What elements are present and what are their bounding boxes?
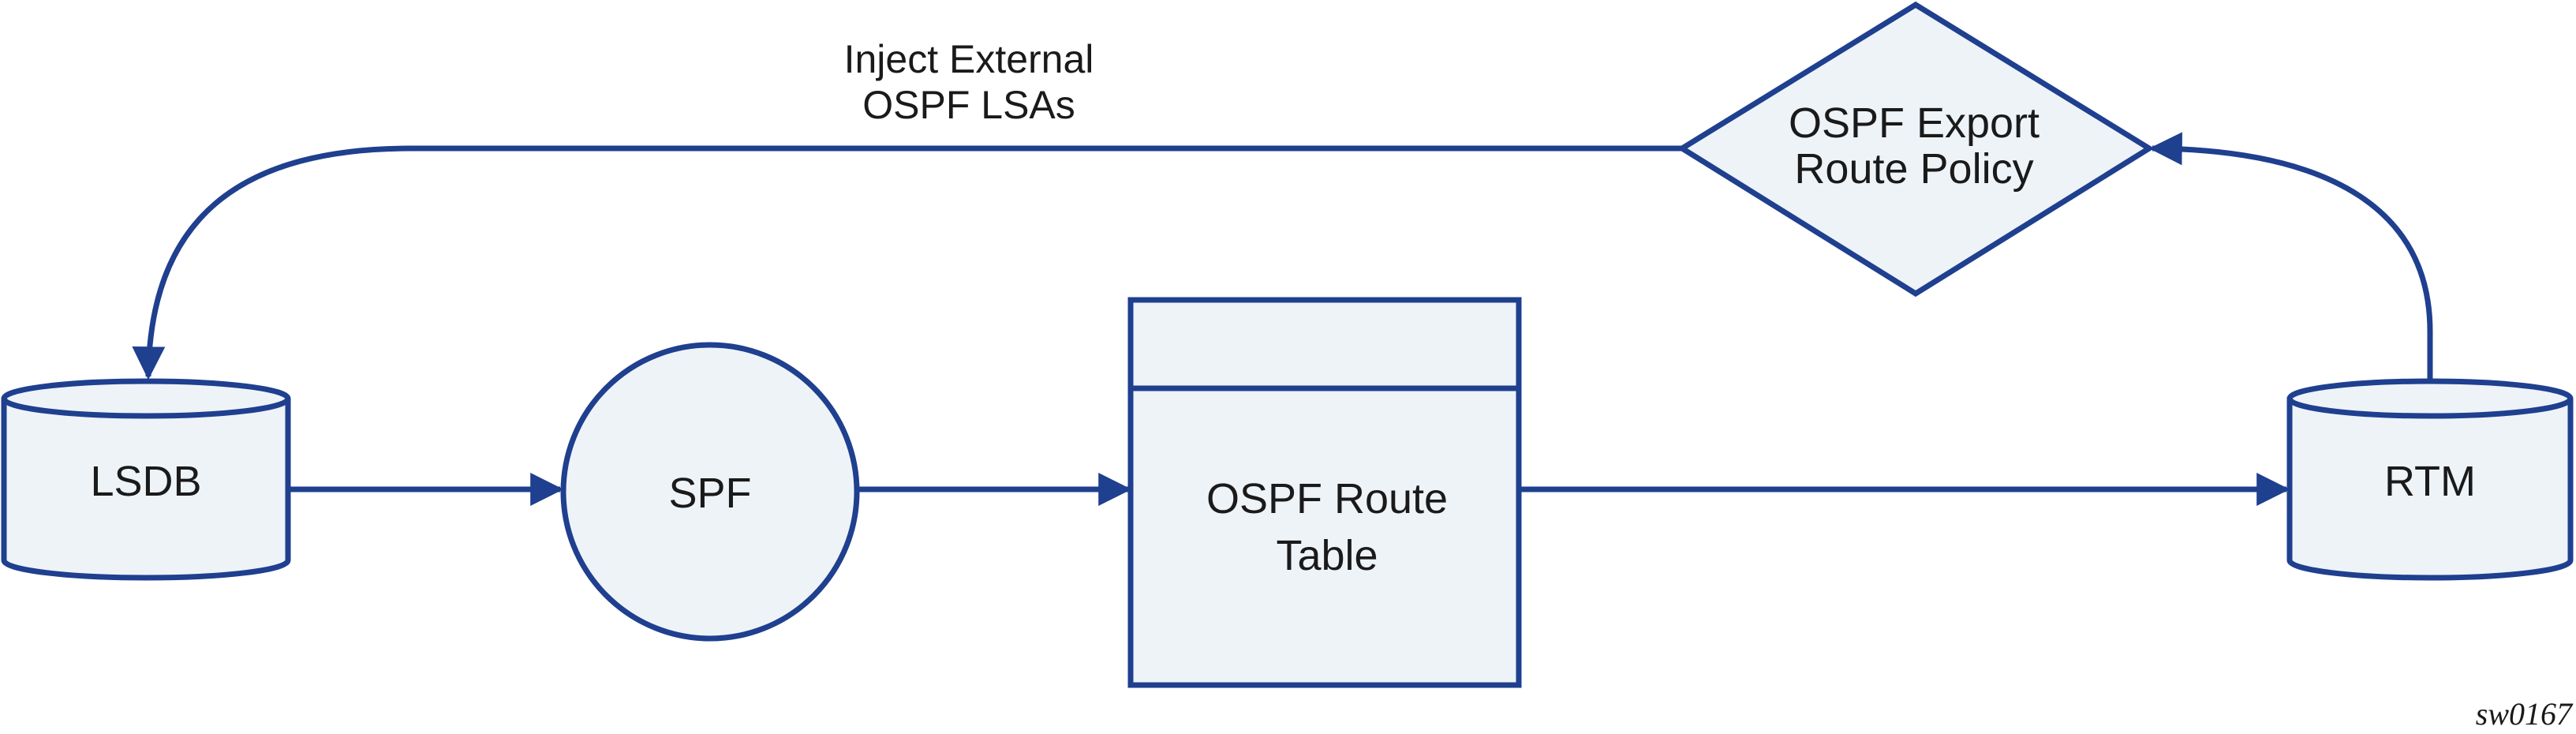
export-policy-label-line1: OSPF Export <box>1789 99 2039 147</box>
route-table-label-line2: Table <box>1276 532 1378 579</box>
arrow-export-policy-to-lsdb <box>132 145 1682 380</box>
lsdb-cylinder-top <box>1 378 291 419</box>
ospf-route-table-node: OSPF Route Table <box>1127 297 1522 688</box>
spf-label: SPF <box>668 470 751 517</box>
lsdb-cylinder-body <box>1 399 291 581</box>
rtm-cylinder-body <box>2286 399 2574 581</box>
lsdb-node: LSDB <box>1 378 291 581</box>
rtm-cylinder-top <box>2286 378 2574 419</box>
route-table-label-line1: OSPF Route <box>1206 475 1448 522</box>
spf-node: SPF <box>560 342 860 642</box>
export-policy-label-line2: Route Policy <box>1794 145 2033 193</box>
rtm-label: RTM <box>2384 458 2476 505</box>
rtm-node: RTM <box>2286 378 2574 581</box>
arrow-rtm-to-export-policy <box>2148 132 2433 381</box>
connectors <box>132 132 2433 506</box>
inject-label-line2: OSPF LSAs <box>862 83 1075 127</box>
export-policy-node: OSPF Export Route Policy <box>1677 1 2155 298</box>
figure-id: sw0167 <box>2476 696 2574 732</box>
inject-label-line1: Inject External <box>844 37 1094 81</box>
lsdb-label: LSDB <box>90 458 201 505</box>
export-policy-diamond <box>1677 1 2155 298</box>
route-table-box <box>1127 297 1522 688</box>
